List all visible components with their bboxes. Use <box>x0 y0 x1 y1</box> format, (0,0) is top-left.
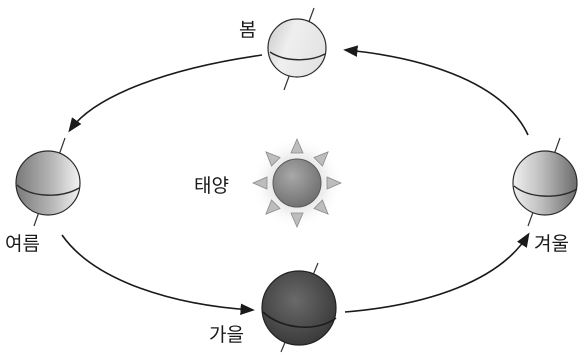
globe-winter <box>513 138 577 226</box>
label-autumn: 가을 <box>209 324 244 346</box>
globe-autumn <box>262 263 336 352</box>
globe-spring <box>268 8 326 90</box>
orbit-arc-autumn-to-winter <box>345 235 528 312</box>
label-spring: 봄 <box>239 19 256 41</box>
orbit-arc-summer-to-autumn <box>62 235 252 310</box>
sun <box>251 137 343 229</box>
orbit-arc-winter-to-spring <box>346 50 528 135</box>
globe-autumn-body <box>262 271 336 345</box>
label-winter: 겨울 <box>534 233 569 255</box>
globe-summer <box>16 138 80 226</box>
sun-core <box>273 159 321 207</box>
orbit-arc-spring-to-summer <box>70 55 262 130</box>
globe-summer-body <box>16 151 80 215</box>
globe-winter-body <box>513 151 577 215</box>
label-summer: 여름 <box>5 233 40 255</box>
globe-spring-body <box>268 19 326 77</box>
label-sun: 태양 <box>194 175 229 197</box>
